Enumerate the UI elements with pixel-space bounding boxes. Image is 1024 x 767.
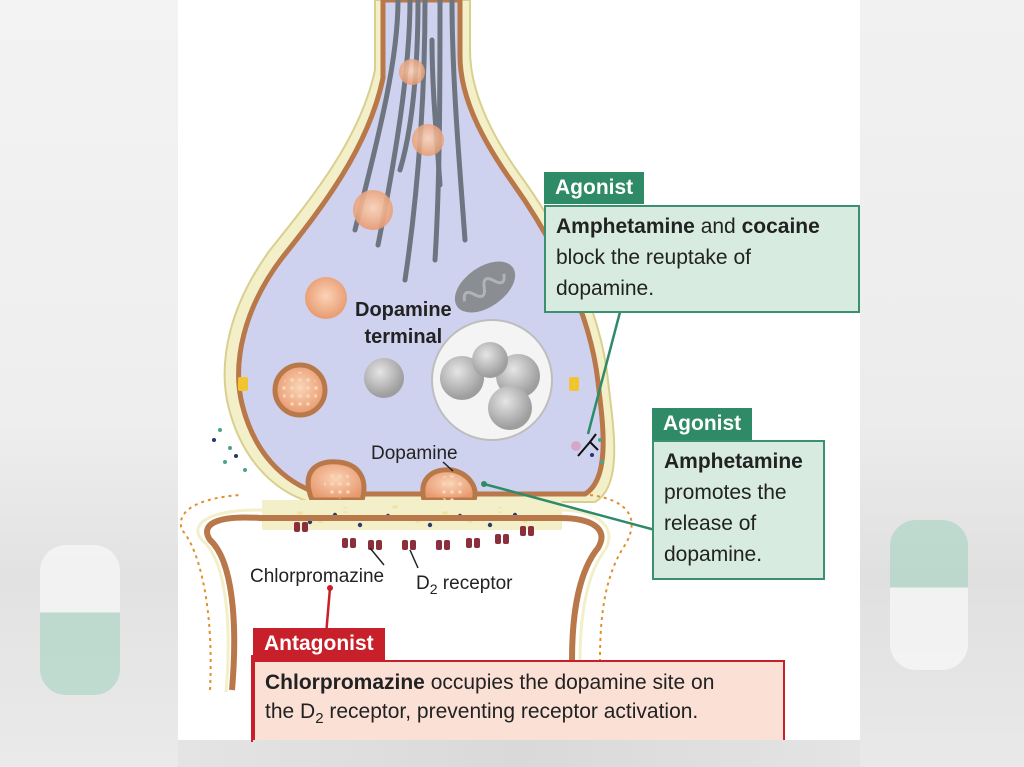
- dopamine-label: Dopamine: [371, 443, 458, 464]
- agonist-1-drug-2: cocaine: [741, 215, 820, 238]
- d2-receptor-label: D2 receptor: [416, 573, 513, 597]
- receptor-word: receptor: [437, 573, 513, 594]
- dopamine-terminal-label-line1: Dopamine: [355, 299, 452, 321]
- agonist-box-2: Amphetamine promotes the release of dopa…: [652, 440, 825, 580]
- pill-decoration-right: [890, 520, 968, 670]
- pill-decoration-left: [40, 545, 120, 695]
- agonist-tag-1: Agonist: [544, 172, 645, 204]
- dopamine-terminal-label: Dopamine terminal: [355, 297, 452, 351]
- antagonist-text-1: occupies the dopamine site on: [424, 671, 715, 694]
- agonist-2-drug: Amphetamine: [664, 450, 803, 473]
- chlorpromazine-label: Chlorpromazine: [250, 566, 385, 587]
- agonist-tag-2: Agonist: [652, 408, 753, 440]
- antagonist-box: Chlorpromazine occupies the dopamine sit…: [253, 660, 785, 740]
- antagonist-d2-sub: 2: [315, 710, 324, 728]
- agonist-1-drug-1: Amphetamine: [556, 215, 695, 238]
- antagonist-text-2a: the D: [265, 700, 316, 723]
- antagonist-tag: Antagonist: [253, 628, 385, 660]
- antagonist-drug: Chlorpromazine: [265, 671, 425, 694]
- bottom-strip: [178, 740, 860, 767]
- agonist-box-1: Amphetamine and cocaine block the reupta…: [544, 205, 860, 313]
- agonist-2-description: promotes the release of dopamine.: [664, 481, 787, 566]
- antagonist-line-1: Chlorpromazine occupies the dopamine sit…: [265, 668, 773, 697]
- d2-subscript: 2: [429, 580, 438, 597]
- postsynaptic-membrane: [204, 514, 605, 691]
- agonist-1-description: block the reuptake of dopamine.: [556, 246, 751, 300]
- d2-letter: D: [416, 573, 430, 594]
- agonist-1-conj: and: [694, 215, 742, 238]
- mitochondrion: [454, 261, 516, 313]
- dopamine-terminal-label-line2: terminal: [364, 326, 443, 348]
- antagonist-line-2: the D2 receptor, preventing receptor act…: [265, 697, 773, 733]
- antagonist-text-2b: receptor, preventing receptor activation…: [323, 700, 699, 723]
